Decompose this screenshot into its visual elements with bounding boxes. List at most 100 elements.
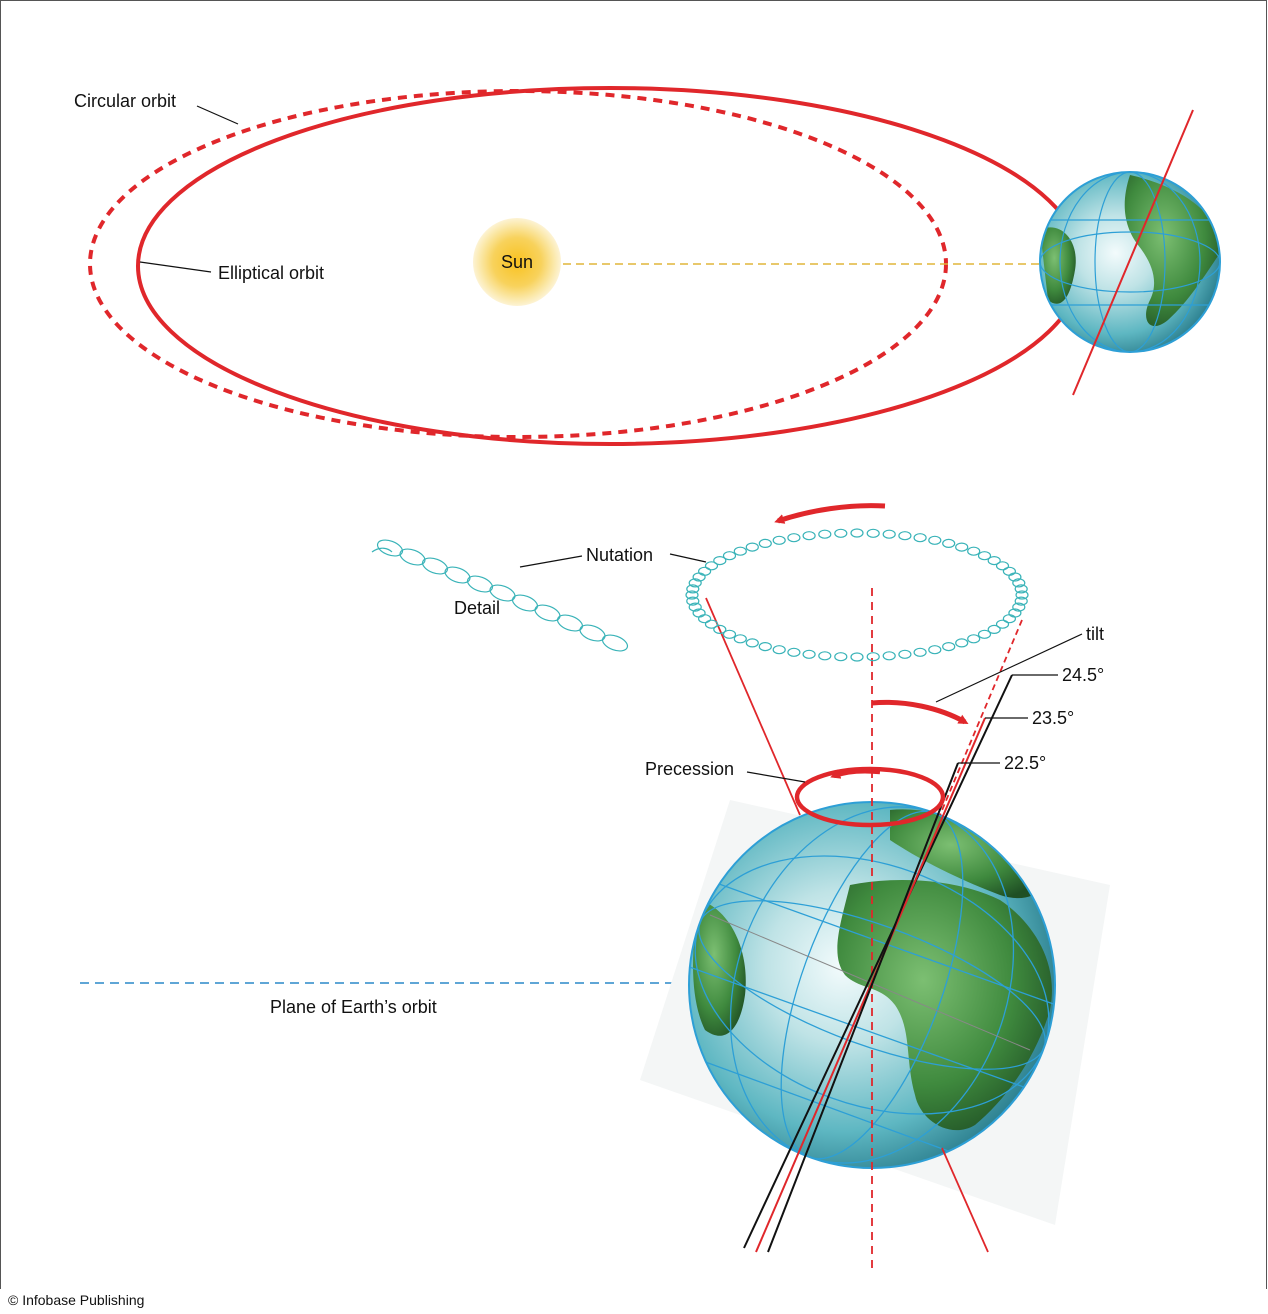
earth-globe-small	[1039, 109, 1221, 396]
detail-label: Detail	[454, 598, 500, 618]
nutation-detail-loop	[466, 575, 494, 593]
nutation-loop	[987, 555, 1001, 566]
nutation-loop	[688, 602, 702, 612]
nutation-detail-loop	[421, 557, 449, 575]
nutation-loop	[913, 533, 927, 543]
nutation-loop	[967, 546, 981, 556]
sun-label: Sun	[501, 252, 533, 272]
nutation-loop	[722, 551, 737, 561]
nutation-label: Nutation	[586, 545, 653, 565]
nutation-loop	[882, 651, 896, 661]
nutation-detail-tail	[371, 547, 393, 553]
earth-globe-large	[640, 800, 1110, 1225]
orbit-section: Sun Circular orbit	[74, 86, 1221, 446]
nutation-detail-spiral	[371, 539, 629, 652]
nutation-loop	[802, 649, 816, 659]
nutation-loop	[802, 531, 816, 541]
precession-label: Precession	[645, 759, 734, 779]
sun: Sun	[473, 218, 561, 306]
nutation-loop	[955, 542, 969, 552]
nutation-loop	[850, 652, 864, 662]
nutation-loop	[772, 535, 786, 545]
nutation-ring	[685, 528, 1029, 662]
nutation-loop	[967, 634, 981, 644]
nutation-loop	[1002, 614, 1017, 624]
nutation-loop	[834, 652, 848, 662]
precession-circle	[794, 766, 946, 828]
nutation-loop	[787, 647, 801, 657]
nutation-loop	[942, 641, 956, 652]
nutation-loop	[745, 542, 759, 552]
precession-arrow	[830, 768, 881, 779]
nutation-loop	[913, 647, 927, 657]
nutation-loop	[772, 645, 786, 655]
nutation-loop	[882, 529, 896, 539]
nutation-loop	[697, 566, 712, 576]
nutation-loop	[834, 528, 848, 538]
tilt-max-label: 24.5°	[1062, 665, 1104, 685]
nutation-loop	[898, 531, 912, 541]
nutation-loop	[685, 590, 699, 600]
nutation-detail-loop	[511, 594, 539, 612]
nutation-loop	[866, 528, 880, 538]
nutation-loop	[1012, 578, 1026, 588]
nutation-loop	[928, 535, 942, 545]
earth-axis-small	[1072, 109, 1194, 396]
nutation-detail-loop	[489, 584, 516, 602]
nutation-loop	[898, 649, 912, 659]
nutation-loop	[692, 608, 706, 618]
nutation-loop	[1012, 602, 1026, 612]
axis-22-5	[767, 762, 959, 1253]
tilt-mid-label: 23.5°	[1032, 708, 1074, 728]
orbit-plane-label: Plane of Earth’s orbit	[270, 997, 437, 1017]
nutation-loop	[942, 538, 956, 549]
nutation-detail-loop	[444, 566, 471, 584]
circular-orbit-label: Circular orbit	[74, 91, 176, 111]
nutation-loop	[697, 614, 712, 624]
nutation-loop	[995, 561, 1010, 571]
nutation-loop	[818, 529, 832, 539]
nutation-detail-loop	[534, 604, 561, 622]
nutation-loop	[1008, 572, 1022, 582]
nutation-loop	[733, 546, 747, 556]
nutation-loop	[818, 651, 832, 661]
nutation-loop	[987, 624, 1001, 635]
nutation-loop	[1002, 566, 1017, 576]
tilt-arrow	[871, 699, 969, 725]
nutation-loop	[866, 652, 880, 662]
nutation-detail-loop	[579, 624, 606, 642]
nutation-detail-loop	[601, 634, 629, 652]
nutation-detail-loop	[376, 539, 404, 557]
nutation-loop	[688, 578, 702, 588]
nutation-loop	[928, 645, 942, 655]
nutation-detail-loop	[399, 548, 426, 566]
nutation-loop	[733, 634, 747, 644]
nutation-detail-loop	[556, 614, 584, 632]
nutation-loop	[787, 533, 801, 543]
nutation-loop	[758, 538, 772, 549]
axis-24-5	[743, 674, 1013, 1249]
axis-section: Plane of Earth’s orbit	[80, 503, 1110, 1268]
nutation-loop	[686, 596, 700, 606]
nutation-loop	[713, 555, 727, 566]
nutation-loop	[1015, 590, 1029, 600]
nutation-loop	[713, 624, 727, 635]
nutation-loop	[977, 551, 992, 561]
copyright-notice: © Infobase Publishing	[8, 1292, 145, 1308]
nutation-loop	[995, 619, 1010, 629]
nutation-loop	[850, 528, 864, 538]
nutation-loop	[955, 638, 969, 648]
nutation-loop	[686, 584, 700, 594]
nutation-loop	[704, 561, 719, 571]
tilt-label: tilt	[1086, 624, 1104, 644]
nutation-loop	[758, 641, 772, 652]
nutation-loop	[722, 629, 737, 639]
rotation-arrow	[774, 503, 886, 524]
nutation-loop	[977, 629, 992, 639]
nutation-loop	[704, 619, 719, 629]
axis-23-5	[755, 717, 986, 1253]
nutation-loop	[745, 638, 759, 648]
nutation-loop	[1014, 584, 1028, 594]
